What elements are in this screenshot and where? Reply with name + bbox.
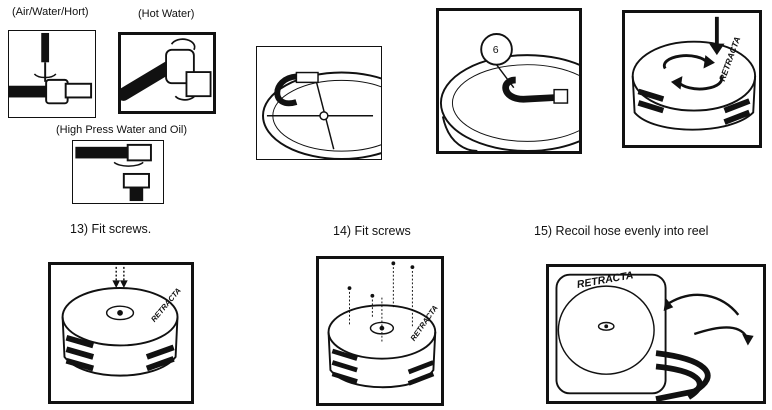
step-13-caption: 13) Fit screws.: [70, 222, 152, 236]
caption-high-pressure: (High Press Water and Oil): [56, 124, 188, 136]
hose-detail-illustration: 6: [436, 8, 582, 154]
step-14-caption: 14) Fit screws: [333, 224, 411, 238]
fitting-high-pressure-illustration: [72, 140, 164, 204]
svg-text:6: 6: [493, 44, 499, 56]
fitting-air-water-illustration: [8, 30, 96, 118]
caption-hot-water: (Hot Water): [138, 8, 195, 20]
caption-air-water: (Air/Water/Hort): [12, 6, 89, 18]
reel-rotate-illustration: RETRACTA: [622, 10, 762, 148]
step-15-caption: 15) Recoil hose evenly into reel: [534, 224, 709, 238]
fitting-hot-water-illustration: [118, 32, 216, 114]
step-14-illustration: RETRACTA: [316, 256, 444, 406]
step-13-illustration: RETRACTA: [48, 262, 194, 404]
step-15-illustration: RETRACTA: [546, 264, 766, 404]
hose-in-reel-illustration: [256, 46, 382, 160]
